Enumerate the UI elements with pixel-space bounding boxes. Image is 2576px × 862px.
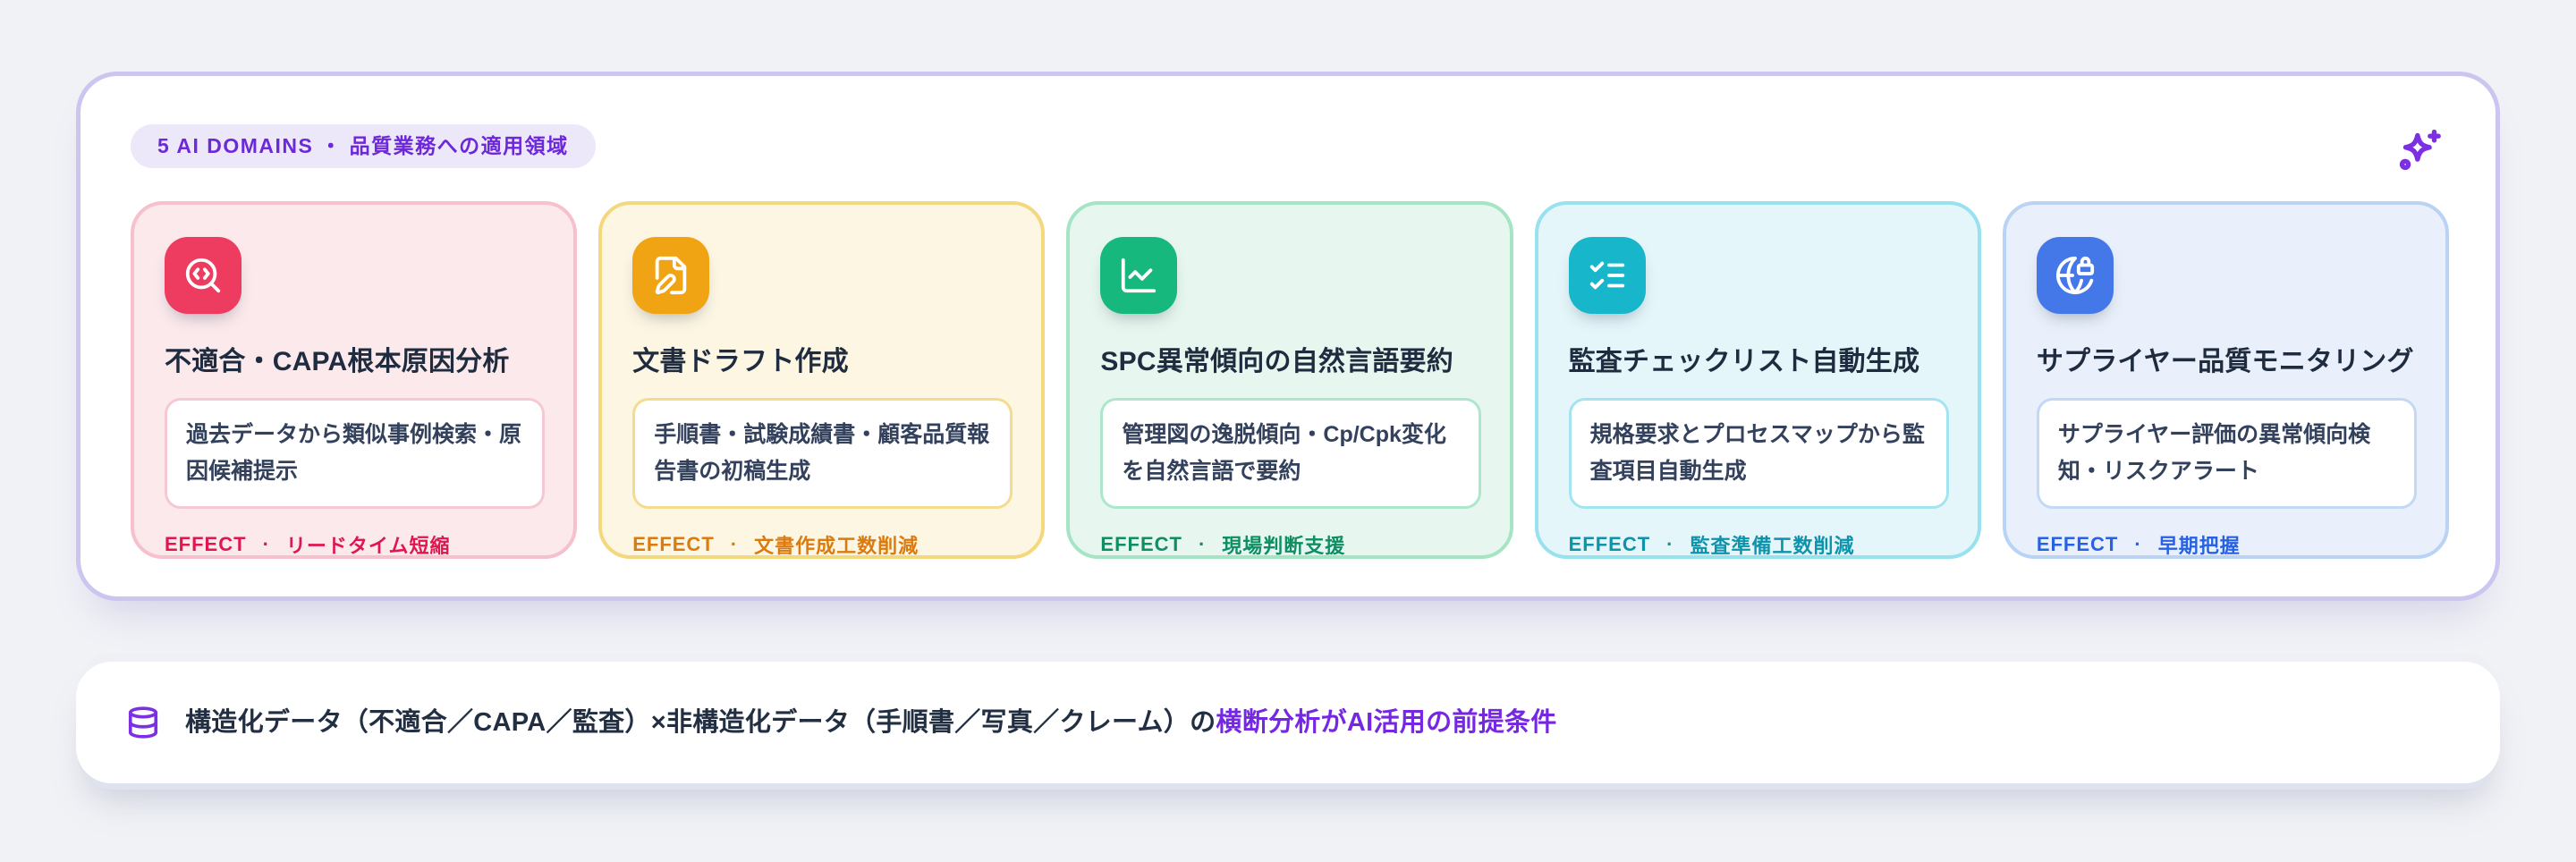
card-effect-row: EFFECT · 文書作成工数削減	[632, 530, 1013, 559]
card-description: 規格要求とプロセスマップから監査項目自動生成	[1568, 398, 1949, 509]
card-description: 手順書・試験成績書・顧客品質報告書の初稿生成	[632, 398, 1013, 509]
banner-text-highlight: 横断分析がAI活用の前提条件	[1216, 707, 1557, 737]
effect-label: EFFECT	[632, 533, 715, 555]
data-prerequisite-banner: 構造化データ（不適合／CAPA／監査）×非構造化データ（手順書／写真／クレーム）…	[76, 662, 2500, 783]
domain-cards-row: 不適合・CAPA根本原因分析 過去データから類似事例検索・原因候補提示 EFFE…	[131, 201, 2450, 559]
domains-badge: 5 AI DOMAINS ・ 品質業務への適用領域	[131, 124, 596, 168]
card-effect-row: EFFECT · 現場判断支援	[1100, 530, 1480, 559]
effect-separator: ·	[2134, 533, 2142, 555]
card-rca-analysis: 不適合・CAPA根本原因分析 過去データから類似事例検索・原因候補提示 EFFE…	[131, 201, 578, 559]
ai-domains-panel: 5 AI DOMAINS ・ 品質業務への適用領域 不適合・CAPA根本原因分析…	[76, 72, 2500, 601]
card-effect-row: EFFECT · 早期把握	[2037, 530, 2417, 559]
card-effect-row: EFFECT · リードタイム短縮	[165, 530, 545, 559]
card-spc-summary: SPC異常傾向の自然言語要約 管理図の逸脱傾向・Cp/Cpk変化を自然言語で要約…	[1066, 201, 1513, 559]
card-audit-checklist: 監査チェックリスト自動生成 規格要求とプロセスマップから監査項目自動生成 EFF…	[1534, 201, 1981, 559]
effect-separator: ·	[262, 533, 270, 555]
effect-separator: ·	[1666, 533, 1674, 555]
effect-separator: ·	[1198, 533, 1207, 555]
card-title: 監査チェックリスト自動生成	[1568, 347, 1920, 376]
effect-label: EFFECT	[1100, 533, 1182, 555]
effect-value: 現場判断支援	[1222, 535, 1346, 557]
card-effect-row: EFFECT · 監査準備工数削減	[1569, 530, 1949, 559]
card-title: SPC異常傾向の自然言語要約	[1100, 347, 1453, 376]
effect-label: EFFECT	[1568, 533, 1651, 555]
card-description: 過去データから類似事例検索・原因候補提示	[165, 398, 546, 509]
list-checks-icon	[1568, 237, 1646, 314]
card-supplier-monitoring: サプライヤー品質モニタリング サプライヤー評価の異常傾向検知・リスクアラート E…	[2002, 201, 2450, 559]
card-description: サプライヤー評価の異常傾向検知・リスクアラート	[2036, 398, 2418, 509]
banner-text: 構造化データ（不適合／CAPA／監査）×非構造化データ（手順書／写真／クレーム）…	[185, 705, 1557, 741]
panel-header: 5 AI DOMAINS ・ 品質業務への適用領域	[131, 124, 2449, 176]
card-description: 管理図の逸脱傾向・Cp/Cpk変化を自然言語で要約	[1100, 398, 1481, 509]
effect-value: 早期把握	[2157, 535, 2241, 557]
chart-line-icon	[1100, 237, 1178, 314]
effect-label: EFFECT	[165, 533, 247, 555]
search-code-icon	[165, 237, 242, 314]
card-doc-drafting: 文書ドラフト作成 手順書・試験成績書・顧客品質報告書の初稿生成 EFFECT ·…	[598, 201, 1046, 559]
card-title: 不適合・CAPA根本原因分析	[165, 347, 510, 376]
effect-label: EFFECT	[2036, 533, 2119, 555]
effect-value: 監査準備工数削減	[1690, 535, 1855, 557]
database-icon	[126, 706, 160, 739]
card-title: 文書ドラフト作成	[632, 347, 849, 376]
file-pen-icon	[632, 237, 710, 314]
sparkles-icon	[2394, 126, 2444, 176]
effect-value: 文書作成工数削減	[754, 535, 919, 557]
effect-separator: ·	[730, 533, 739, 555]
banner-text-plain: 構造化データ（不適合／CAPA／監査）×非構造化データ（手順書／写真／クレーム）…	[185, 707, 1216, 737]
effect-value: リードタイム短縮	[285, 535, 451, 557]
globe-lock-icon	[2036, 237, 2114, 314]
card-title: サプライヤー品質モニタリング	[2036, 347, 2414, 376]
